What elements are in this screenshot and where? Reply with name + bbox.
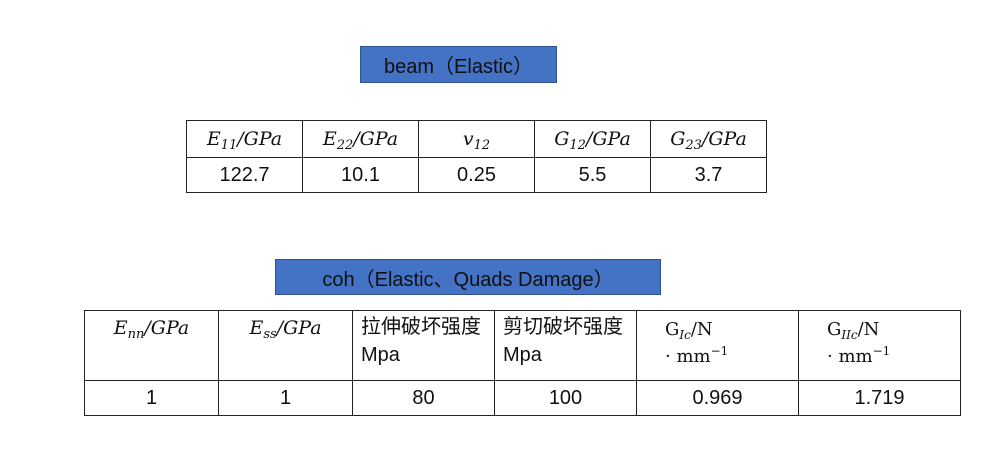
header-g23: G23/GPa [650, 120, 767, 158]
header-v12: v12 [418, 120, 535, 158]
value-e22: 10.1 [302, 157, 419, 193]
header-gic: GIc/N· mm−1 [636, 310, 799, 381]
table-row: 1 1 80 100 0.969 1.719 [84, 380, 961, 416]
header-giic: GIIc/N· mm−1 [798, 310, 961, 381]
table-header-row: Enn/GPa Ess/GPa 拉伸破坏强度Mpa 剪切破坏强度 Mpa GIc… [84, 310, 961, 381]
value-e11: 122.7 [186, 157, 303, 193]
header-tensile-strength: 拉伸破坏强度Mpa [352, 310, 495, 381]
value-ess: 1 [218, 380, 353, 416]
value-giic: 1.719 [798, 380, 961, 416]
value-g12: 5.5 [534, 157, 651, 193]
value-g23: 3.7 [650, 157, 767, 193]
value-gic: 0.969 [636, 380, 799, 416]
header-enn: Enn/GPa [84, 310, 219, 381]
beam-properties-table: E11/GPa E22/GPa v12 G12/GPa G23/GPa 122.… [186, 120, 767, 193]
value-tensile-strength: 80 [352, 380, 495, 416]
table-header-row: E11/GPa E22/GPa v12 G12/GPa G23/GPa [186, 120, 767, 158]
header-g12: G12/GPa [534, 120, 651, 158]
header-e11: E11/GPa [186, 120, 303, 158]
header-shear-strength: 剪切破坏强度 Mpa [494, 310, 637, 381]
header-e22: E22/GPa [302, 120, 419, 158]
coh-properties-table: Enn/GPa Ess/GPa 拉伸破坏强度Mpa 剪切破坏强度 Mpa GIc… [84, 310, 961, 416]
value-v12: 0.25 [418, 157, 535, 193]
header-ess: Ess/GPa [218, 310, 353, 381]
table-row: 122.7 10.1 0.25 5.5 3.7 [186, 157, 767, 193]
coh-section-title: coh（Elastic、Quads Damage） [275, 259, 661, 295]
value-shear-strength: 100 [494, 380, 637, 416]
beam-section-title: beam（Elastic） [360, 46, 557, 83]
value-enn: 1 [84, 380, 219, 416]
